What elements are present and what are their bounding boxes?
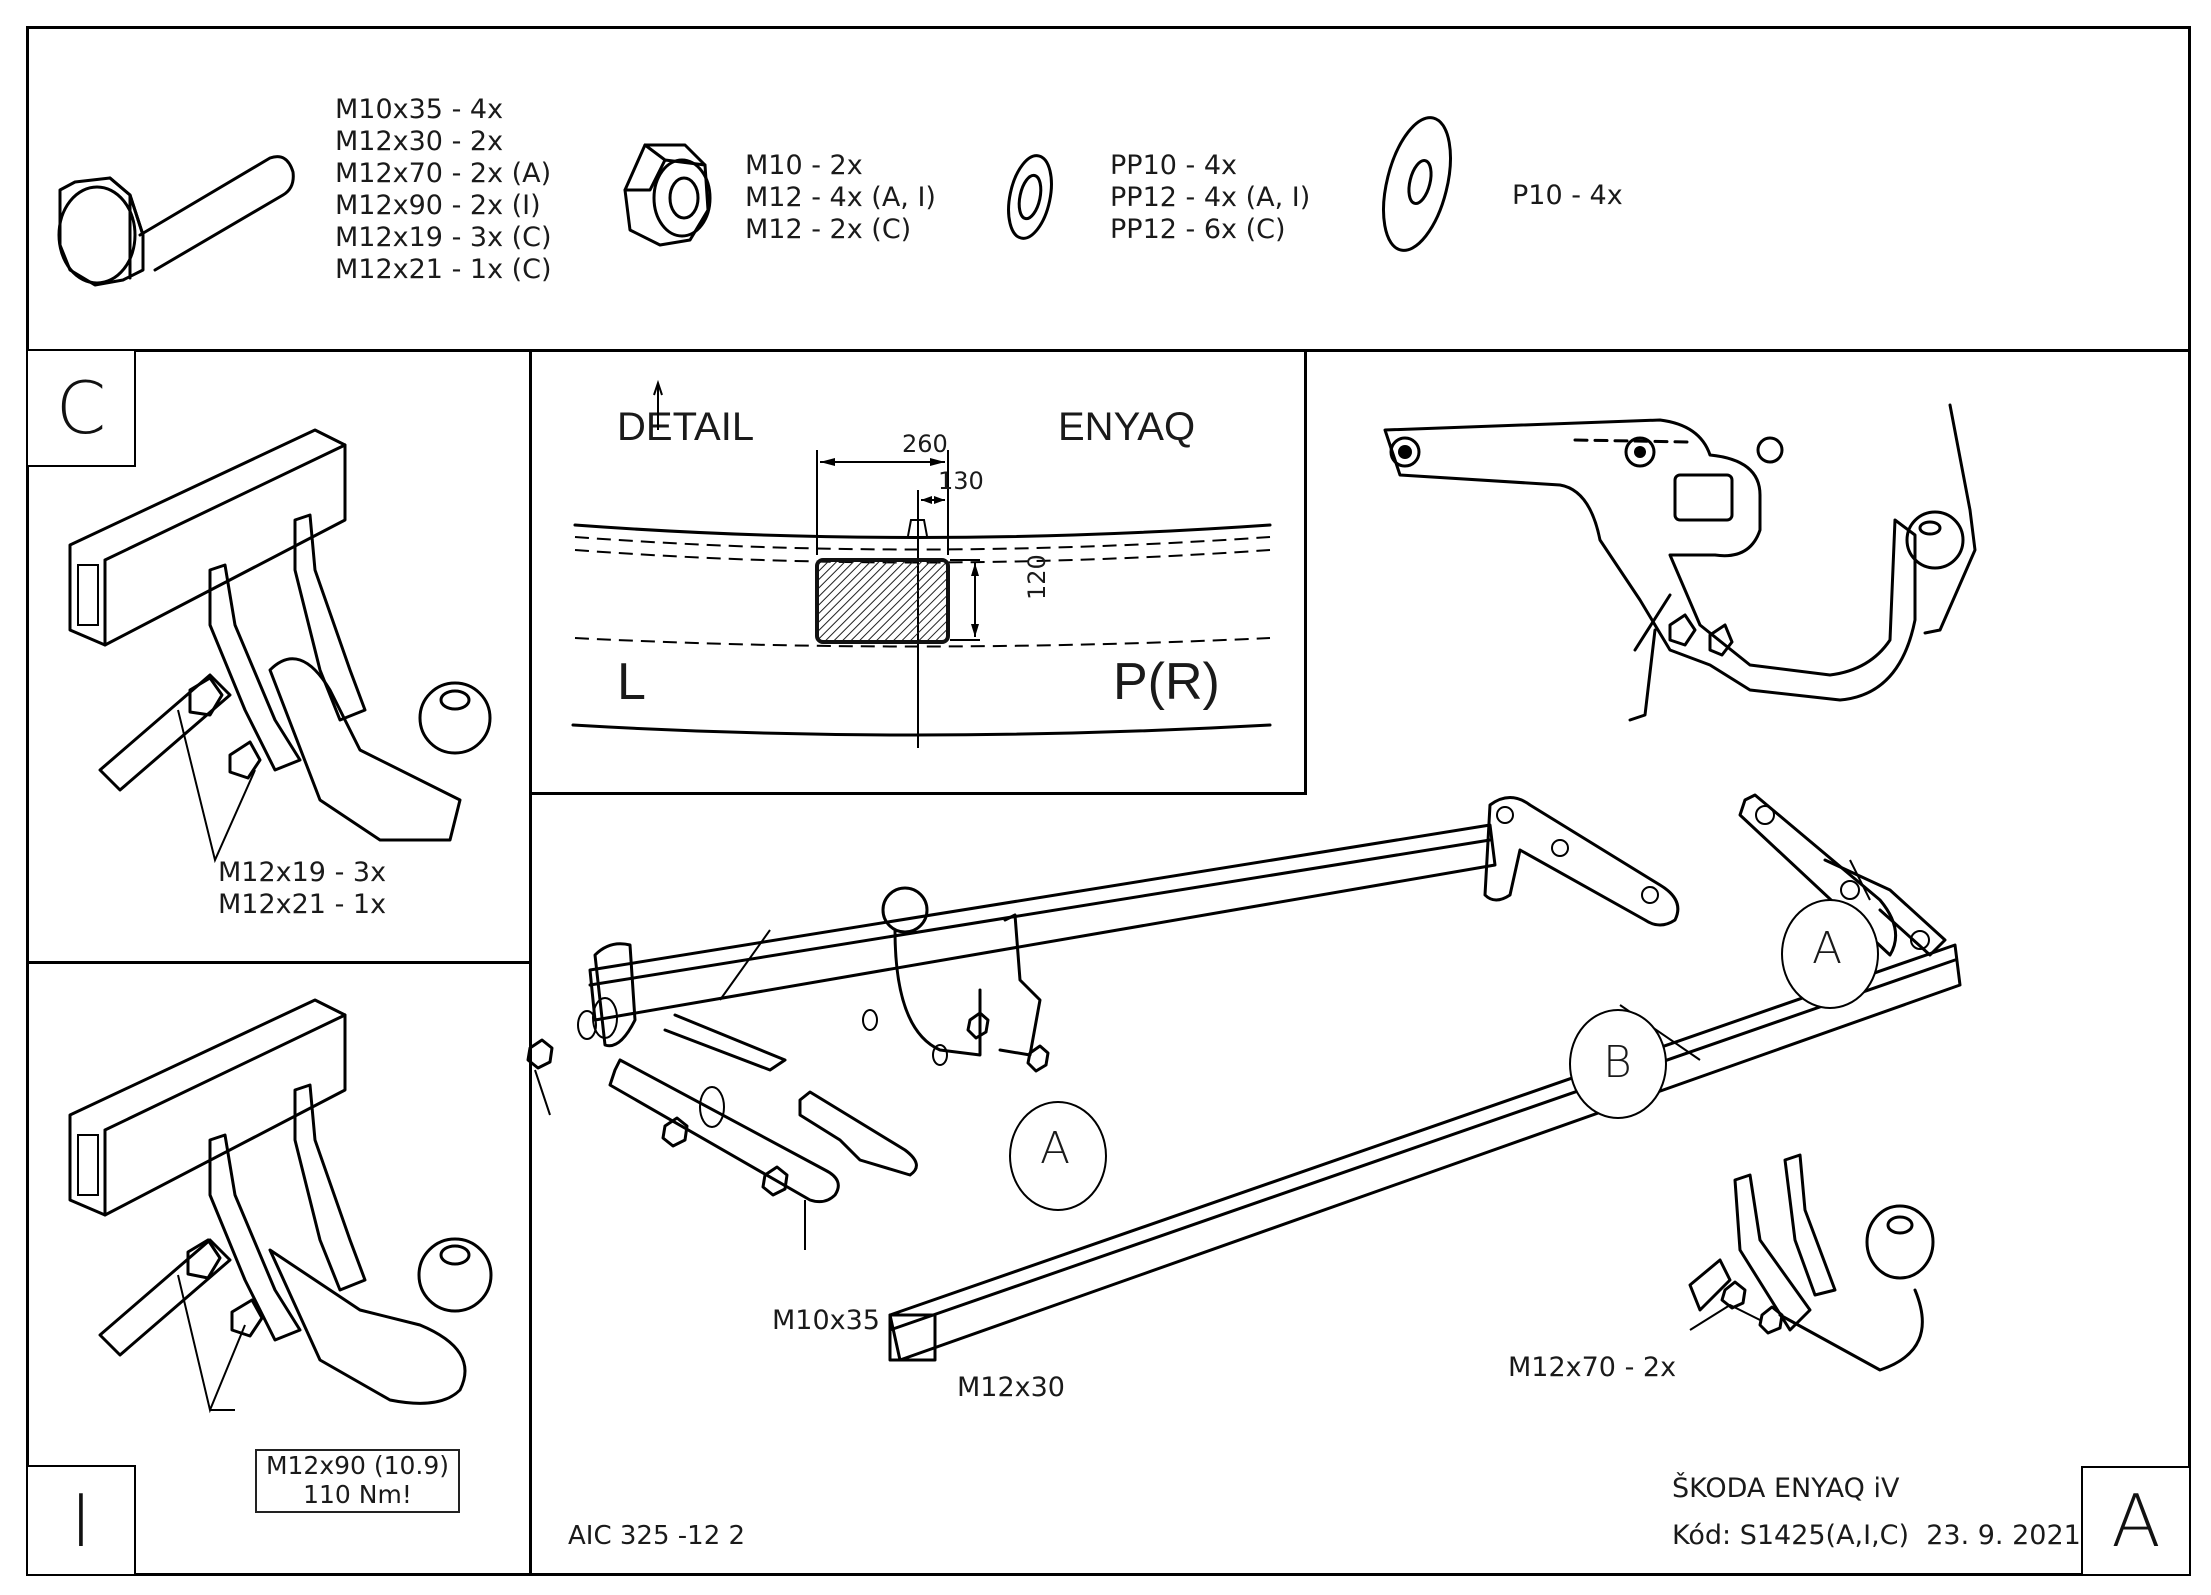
- callout-line: M12x90 (10.9): [265, 1451, 450, 1480]
- variant-i-panel: [26, 961, 532, 1576]
- m12x70-label: M12x70 - 2x: [1508, 1352, 1677, 1383]
- large-washer-item: P10 - 4x: [1512, 180, 1623, 211]
- detail-title-left: DETAIL: [617, 405, 755, 449]
- detail-panel: [529, 349, 1307, 795]
- detail-title-right: ENYAQ: [1058, 405, 1196, 449]
- variant-c-label: C: [26, 349, 136, 467]
- washer-item: PP12 - 6x (C): [1110, 214, 1286, 245]
- bolt-item: M12x90 - 2x (I): [335, 190, 541, 221]
- dim-half-label: 130: [938, 467, 984, 495]
- callout-line: 110 Nm!: [303, 1480, 412, 1509]
- code-date-line: Kód: S1425(A,I,C) 23. 9. 2021: [1672, 1520, 2081, 1551]
- hex-bolt-icon: [57, 155, 295, 287]
- variant-i-bolt-callout: M12x90 (10.9) 110 Nm!: [255, 1449, 460, 1513]
- m12x30-label: M12x30: [957, 1372, 1065, 1403]
- callout-a-lower: [1009, 1101, 1107, 1211]
- drawing-code: AIC 325 -12 2: [568, 1521, 746, 1551]
- plate-cutout: [815, 558, 950, 644]
- variant-c-hitch-drawing: [68, 428, 492, 864]
- nut-item: M10 - 2x: [745, 150, 863, 181]
- detail-section-drawing: [571, 379, 1272, 748]
- nut-list: M10 - 2x M12 - 4x (A, I) M12 - 2x (C): [745, 150, 936, 246]
- side-right-label: P(R): [1113, 653, 1220, 711]
- variant-i-hitch-drawing: [68, 998, 493, 1414]
- large-washer-list: P10 - 4x: [1512, 180, 1623, 212]
- bolt-item: M10x35 - 4x: [335, 94, 504, 125]
- vehicle-name: ŠKODA ENYAQ iV: [1672, 1473, 1900, 1504]
- nut-item: M12 - 2x (C): [745, 214, 912, 245]
- washer-list: PP10 - 4x PP12 - 4x (A, I) PP12 - 6x (C): [1110, 150, 1310, 246]
- callout-line: M12x21 - 1x: [218, 889, 387, 920]
- hex-nut-icon: [623, 143, 712, 247]
- bolt-item: M12x19 - 3x (C): [335, 222, 552, 253]
- side-view-drawing: [1383, 403, 1977, 722]
- dim-height-label: 120: [1023, 554, 1051, 600]
- variant-c-bolt-callout: M12x19 - 3x M12x21 - 1x: [218, 857, 386, 921]
- m10x35-label: M10x35: [772, 1305, 880, 1336]
- bolt-item: M12x30 - 2x: [335, 126, 504, 157]
- callout-line: M12x19 - 3x: [218, 857, 387, 888]
- nut-item: M12 - 4x (A, I): [745, 182, 936, 213]
- washer-item: PP10 - 4x: [1110, 150, 1237, 181]
- callout-a-upper-label: A: [1812, 923, 1843, 974]
- callout-b: [1569, 1009, 1667, 1119]
- side-left-label: L: [617, 653, 646, 711]
- large-washer-icon: [1382, 116, 1452, 252]
- bolt-item: M12x21 - 1x (C): [335, 254, 552, 285]
- callout-a-lower-label: A: [1040, 1123, 1071, 1174]
- callout-a-upper: [1781, 899, 1879, 1009]
- variant-i-label: I: [26, 1465, 136, 1576]
- variant-a-label: A: [2081, 1466, 2191, 1576]
- bolt-list: M10x35 - 4x M12x30 - 2x M12x70 - 2x (A) …: [335, 94, 552, 286]
- washer-icon: [1007, 154, 1053, 240]
- callout-b-label: B: [1603, 1037, 1632, 1088]
- dim-width-label: 260: [902, 430, 948, 458]
- washer-item: PP12 - 4x (A, I): [1110, 182, 1311, 213]
- bolt-item: M12x70 - 2x (A): [335, 158, 552, 189]
